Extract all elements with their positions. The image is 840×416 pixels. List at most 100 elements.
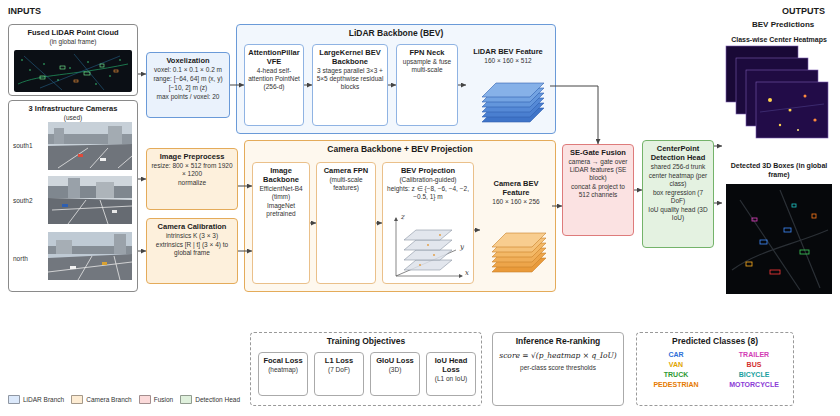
node-text: extrinsics [R | t] (3 × 4) to global fra… — [150, 241, 234, 257]
connector — [552, 206, 562, 207]
node-heading: Camera BEV Feature — [483, 179, 549, 197]
heatmap-stack-part — [797, 129, 799, 131]
connector — [304, 85, 312, 86]
heatmap-stack — [726, 46, 828, 138]
node-text: [−10, 2] m (z) — [150, 84, 226, 92]
legend-swatch — [139, 395, 151, 404]
detection-result-image-part-part — [746, 262, 752, 266]
process-box: BEV Projection(Calibration-guided)height… — [382, 162, 474, 284]
detection-result-image-part-part — [760, 240, 767, 244]
node-text: TRAILER — [718, 350, 790, 360]
node-heading: Camera Calibration — [150, 222, 234, 231]
point-cloud-image-part-part — [21, 59, 23, 61]
camera-image-part — [62, 204, 68, 207]
point-cloud-image-part-part — [100, 64, 104, 67]
group-panel: Training ObjectivesFocal Loss(heatmap)L1… — [250, 332, 482, 406]
legend-item: LiDAR Branch — [8, 395, 64, 404]
text-block: L1 Loss(7 DoF) — [315, 353, 363, 377]
point-cloud-image-part — [21, 59, 121, 85]
node-text: (used) — [12, 114, 134, 122]
node-text: (in global frame) — [12, 38, 134, 46]
detection-result-image-part — [746, 204, 816, 274]
camera-feature-stack — [492, 233, 546, 272]
camera-image-part — [48, 232, 132, 280]
detection-result-image-part-part — [812, 214, 816, 218]
camera-image-part — [56, 240, 72, 254]
node-text: per-class score thresholds — [496, 364, 620, 372]
detection-result-image-part-part — [784, 228, 791, 232]
connector — [238, 251, 252, 252]
camera-image-part — [48, 176, 132, 224]
point-cloud-image-part-part — [60, 66, 65, 69]
bev-projection-figure-part-part — [439, 234, 441, 236]
point-cloud-image-part-part — [57, 79, 59, 81]
node-heading: CenterPoint Detection Head — [646, 144, 710, 162]
node-text: center heatmap (per class) — [646, 172, 710, 188]
node-text: TRUCK — [640, 370, 712, 380]
legend-swatch — [71, 395, 83, 404]
detection-result-image — [726, 184, 832, 294]
camera-image-part — [48, 122, 132, 170]
connector — [138, 74, 146, 75]
group-label: BEV Predictions — [752, 20, 814, 30]
text-block: 3 Infrastructure Cameras(used) — [9, 101, 137, 125]
connector — [310, 223, 316, 224]
node-text: CAR — [640, 350, 712, 360]
loss-box: L1 Loss(7 DoF) — [314, 352, 364, 396]
connector — [138, 251, 146, 252]
node-text: score = √(p_heatmap × q_IoU) — [496, 351, 620, 361]
node-heading: LiDAR Backbone (BEV) — [240, 28, 552, 39]
node-text: voxel: 0.1 × 0.1 × 0.2 m — [150, 66, 226, 74]
lidar-feature-stack-part — [482, 103, 544, 117]
node-heading: L1 Loss — [318, 356, 360, 365]
node-heading: IoU Head Loss — [430, 356, 472, 374]
detection-result-image-part-part — [792, 204, 796, 207]
node-heading: Image Backbone — [256, 166, 306, 184]
lidar-feature-stack-part — [482, 83, 544, 97]
heatmap-stack-part — [726, 46, 798, 102]
bev-projection-figure-part-part — [404, 230, 452, 240]
connector — [714, 146, 722, 147]
bev-projection-figure-part-part — [433, 254, 435, 256]
node-heading: SE-Gate Fusion — [566, 148, 630, 157]
text-block: GIoU Loss(3D) — [371, 353, 419, 377]
bev-projection-figure-part-part — [419, 264, 421, 266]
detection-result-image-part — [726, 184, 832, 294]
node-heading: Image Preprocess — [150, 152, 234, 161]
output-figure: Class-wise Center Heatmaps — [722, 32, 836, 152]
node-text: 160 × 160 × 256 — [483, 198, 549, 206]
axis-label: x — [465, 269, 469, 277]
legend-item: Detection Head — [180, 395, 240, 404]
camera-feature-stack-part — [492, 253, 546, 267]
bev-projection-figure-part — [404, 230, 452, 270]
point-cloud-image-part-part — [87, 61, 89, 63]
point-cloud-image-part-part — [29, 69, 31, 71]
node-text: PEDESTRIAN — [640, 380, 712, 390]
connector — [230, 85, 244, 86]
text-block: Training Objectives — [251, 333, 481, 350]
text-block: Class-wise Center Heatmaps — [722, 32, 836, 47]
legend-item: Camera Branch — [71, 395, 132, 404]
bev-projection-figure-part-part — [404, 240, 452, 250]
camera-feature-stack-part — [492, 248, 546, 262]
lidar-feature-stack-part — [482, 98, 544, 112]
legend-item: Fusion — [139, 395, 174, 404]
node-text: box regression (7 DoF) — [646, 189, 710, 205]
heatmap-stack-part — [756, 82, 828, 138]
connector — [138, 179, 146, 180]
camera-feature-stack-part — [492, 233, 546, 247]
node-text: intrinsics K (3 × 3) — [150, 232, 234, 240]
legend-swatch — [180, 395, 192, 404]
point-cloud-image-part-part — [84, 72, 90, 75]
connector — [714, 203, 722, 204]
loss-box: GIoU Loss(3D) — [370, 352, 420, 396]
camera-image — [48, 176, 132, 224]
node-text: 160 × 160 × 512 — [469, 57, 547, 65]
camera-image-part — [70, 266, 76, 269]
text-block: IoU Head Loss(L1 on IoU) — [427, 353, 475, 386]
point-cloud-image-part-part — [114, 70, 118, 72]
text-block: Camera FPN(multi-scale features) — [317, 163, 375, 195]
node-heading: Camera Backbone + BEV Projection — [248, 144, 552, 155]
node-heading: Fused LiDAR Point Cloud — [12, 28, 134, 37]
